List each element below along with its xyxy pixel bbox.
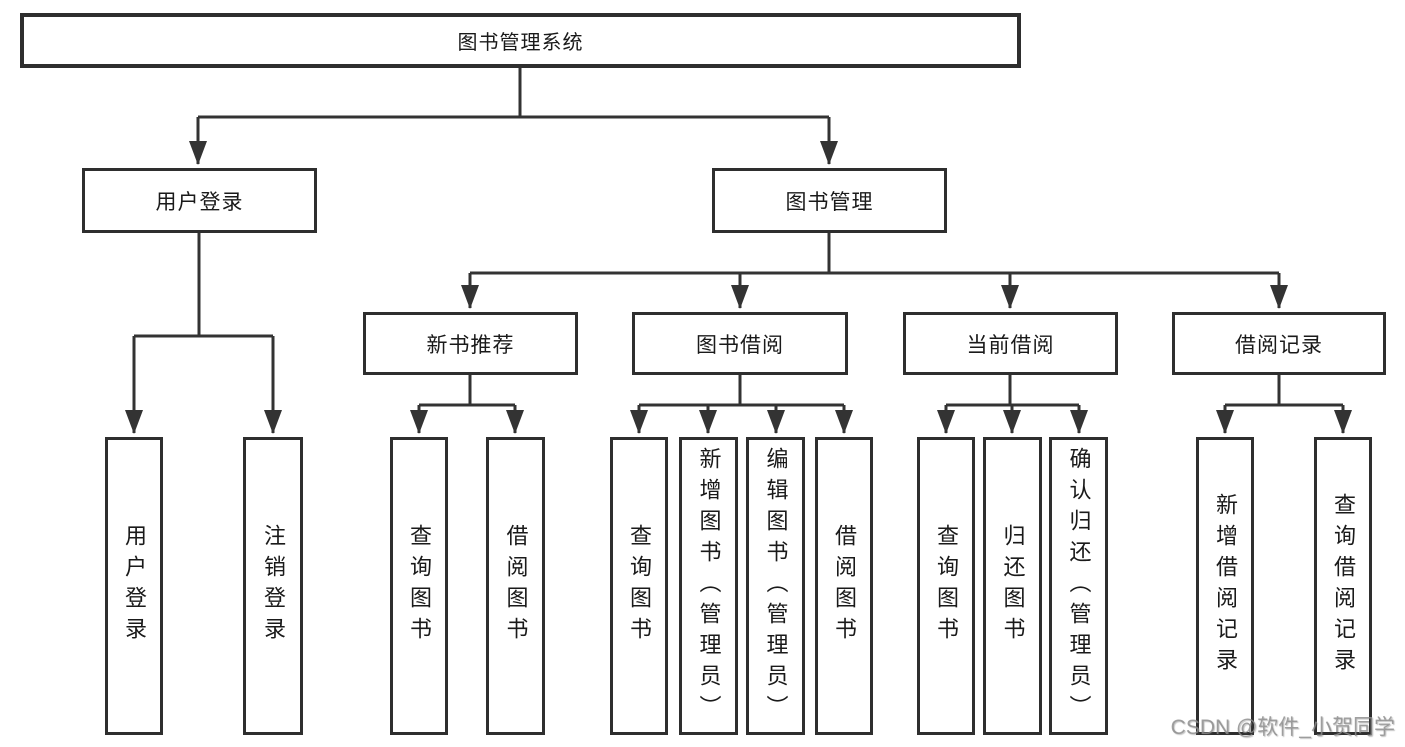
leaf-label: 借阅图书 <box>832 524 857 648</box>
leaf-label: 编辑图书（管理员） <box>763 446 789 726</box>
leaf-logout: 注销登录 <box>243 437 303 735</box>
leaf-query-books-1: 查询图书 <box>390 437 448 735</box>
leaf-label: 查询借阅记录 <box>1331 493 1356 679</box>
node-label: 新书推荐 <box>426 333 515 357</box>
node-current-borrow: 当前借阅 <box>903 312 1118 375</box>
leaf-label: 归还图书 <box>1000 524 1026 648</box>
node-label: 图书管理 <box>785 190 874 214</box>
node-book-management: 图书管理 <box>712 168 947 233</box>
leaf-label: 用户登录 <box>122 524 147 648</box>
leaf-label: 查询图书 <box>934 524 959 648</box>
connector-lines <box>125 68 1352 434</box>
leaf-query-books-2: 查询图书 <box>610 437 668 735</box>
node-user-login-branch: 用户登录 <box>82 168 317 233</box>
leaf-return-books: 归还图书 <box>983 437 1042 735</box>
node-new-book-recommend: 新书推荐 <box>363 312 578 375</box>
leaf-confirm-return-admin: 确认归还（管理员） <box>1049 437 1108 735</box>
node-label: 图书管理系统 <box>457 32 584 54</box>
leaf-label: 借阅图书 <box>503 524 529 648</box>
leaf-add-books-admin: 新增图书（管理员） <box>679 437 738 735</box>
leaf-label: 新增借阅记录 <box>1213 493 1238 679</box>
leaf-label: 新增图书（管理员） <box>696 446 722 726</box>
node-label: 用户登录 <box>155 190 244 214</box>
csdn-watermark: CSDN @软件_小贺同学 <box>1170 716 1395 739</box>
node-label: 当前借阅 <box>966 333 1055 357</box>
node-label: 借阅记录 <box>1235 333 1323 357</box>
leaf-edit-books-admin: 编辑图书（管理员） <box>746 437 805 735</box>
leaf-label: 查询图书 <box>627 524 652 648</box>
leaf-query-books-3: 查询图书 <box>917 437 975 735</box>
node-label: 图书借阅 <box>696 333 784 357</box>
leaf-label: 注销登录 <box>261 524 286 648</box>
leaf-label: 确认归还（管理员） <box>1066 446 1092 726</box>
leaf-label: 查询图书 <box>407 524 432 648</box>
leaf-user-login: 用户登录 <box>105 437 163 735</box>
leaf-add-borrow-record: 新增借阅记录 <box>1196 437 1254 735</box>
node-library-management-system: 图书管理系统 <box>20 13 1021 68</box>
node-borrow-record: 借阅记录 <box>1172 312 1386 375</box>
leaf-borrow-books-1: 借阅图书 <box>486 437 545 735</box>
leaf-query-borrow-record: 查询借阅记录 <box>1314 437 1372 735</box>
leaf-borrow-books-2: 借阅图书 <box>815 437 873 735</box>
node-book-borrow: 图书借阅 <box>632 312 848 375</box>
